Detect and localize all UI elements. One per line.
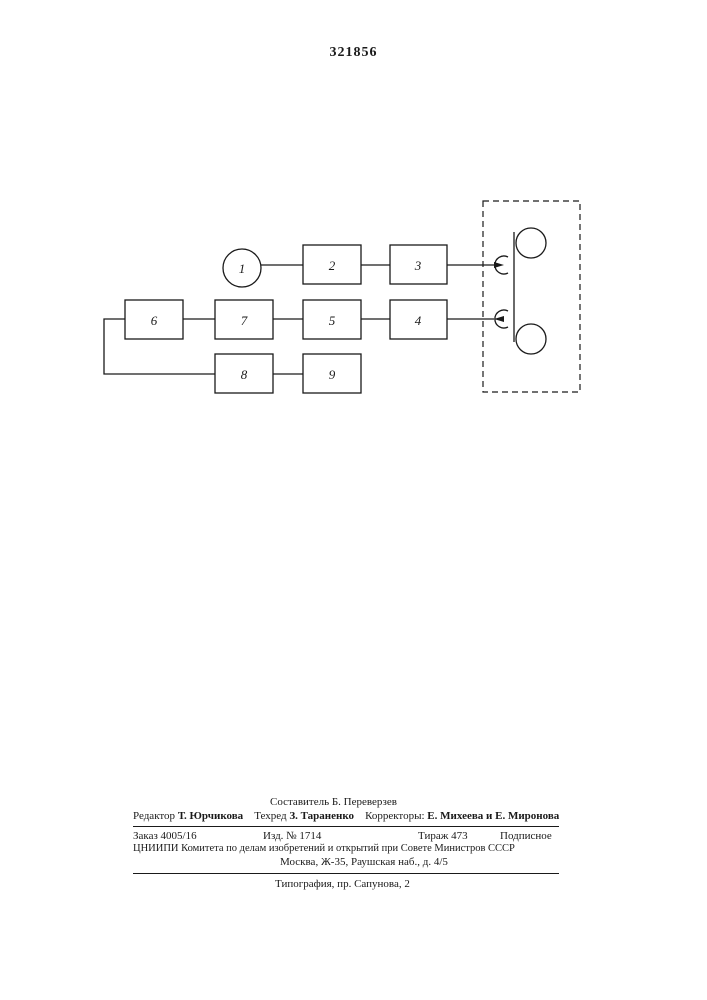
printer-line: Типография, пр. Сапунова, 2 bbox=[275, 878, 410, 890]
block-8-label: 8 bbox=[241, 367, 248, 382]
block-7-label: 7 bbox=[241, 313, 248, 328]
block-9-label: 9 bbox=[329, 367, 336, 382]
correctors-label: Корректоры: bbox=[365, 810, 424, 822]
compiler-line: Составитель Б. Переверзев bbox=[270, 796, 397, 808]
techred-label: Техред bbox=[254, 810, 286, 822]
organization-line: ЦНИИПИ Комитета по делам изобретений и о… bbox=[133, 843, 515, 854]
block-2-label: 2 bbox=[329, 258, 336, 273]
reel-bottom bbox=[516, 324, 546, 354]
reel-top bbox=[516, 228, 546, 258]
correctors-names: Е. Михеева и Е. Миронова bbox=[427, 810, 559, 822]
block-5-label: 5 bbox=[329, 313, 336, 328]
techred-name: З. Тараненко bbox=[289, 810, 354, 822]
editor-name: Т. Юрчикова bbox=[178, 810, 243, 822]
record-head bbox=[494, 256, 508, 274]
block-1-label: 1 bbox=[239, 261, 246, 276]
editor-label: Редактор bbox=[133, 810, 175, 822]
address-line: Москва, Ж-35, Раушская наб., д. 4/5 bbox=[280, 856, 448, 868]
compiler-text: Составитель Б. Переверзев bbox=[270, 796, 397, 808]
issue-number: Изд. № 1714 bbox=[263, 830, 321, 842]
connection-wires bbox=[104, 265, 494, 374]
block-6-label: 6 bbox=[151, 313, 158, 328]
block-3-label: 3 bbox=[414, 258, 422, 273]
footer-divider-top bbox=[133, 826, 559, 827]
footer-divider-bottom bbox=[133, 873, 559, 874]
playback-head bbox=[494, 310, 508, 328]
subscription-note: Подписное bbox=[500, 830, 552, 842]
circulation: Тираж 473 bbox=[418, 830, 468, 842]
order-number: Заказ 4005/16 bbox=[133, 830, 197, 842]
block-4-label: 4 bbox=[415, 313, 422, 328]
tape-mechanism-enclosure bbox=[483, 201, 580, 392]
editors-line: Редактор Т. Юрчикова Техред З. Тараненко… bbox=[133, 810, 559, 822]
